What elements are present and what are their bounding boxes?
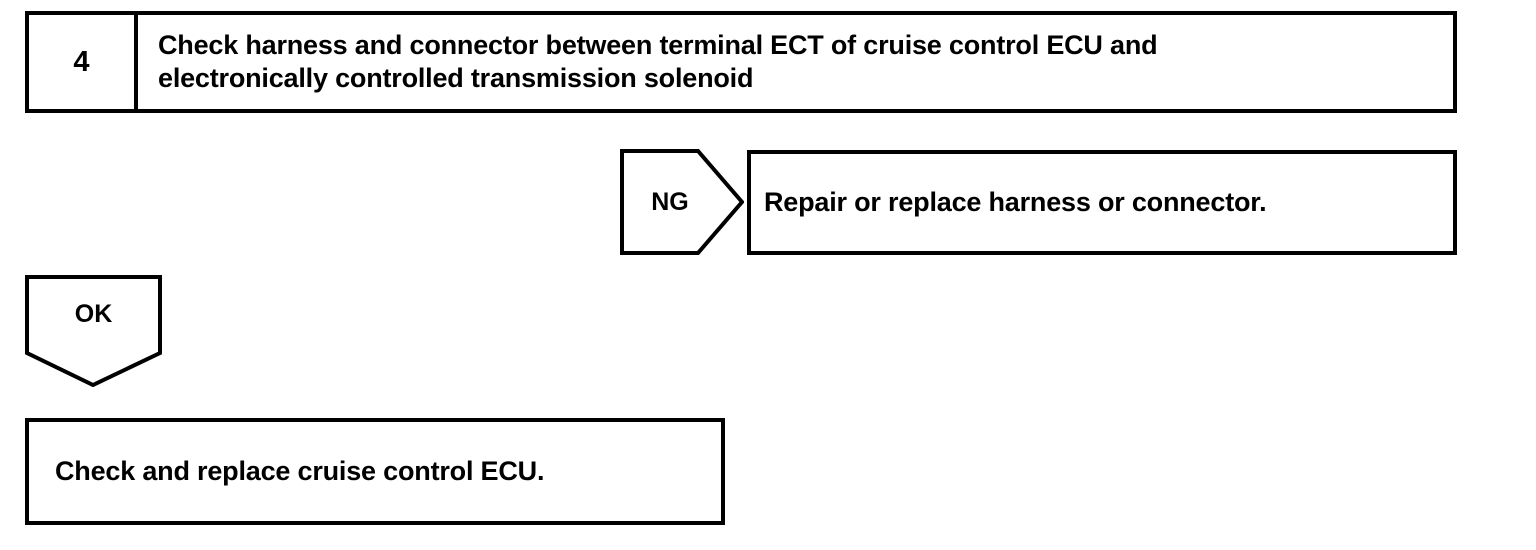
ng-result-text: Repair or replace harness or connector. <box>764 187 1267 217</box>
ng-result-box: Repair or replace harness or connector. <box>747 150 1457 255</box>
step-instruction-line-1: Check harness and connector between term… <box>158 30 1158 60</box>
step-number-cell: 4 <box>29 15 138 109</box>
ng-branch-arrow <box>620 149 744 255</box>
step-header-box: 4 Check harness and connector between te… <box>25 11 1457 113</box>
step-number: 4 <box>73 45 90 78</box>
final-action-box: Check and replace cruise control ECU. <box>25 418 725 525</box>
step-instruction-line-2: electronically controlled transmission s… <box>158 63 754 93</box>
step-instruction-cell: Check harness and connector between term… <box>138 15 1453 109</box>
ok-branch-arrow <box>25 275 162 387</box>
final-action-text: Check and replace cruise control ECU. <box>55 456 545 486</box>
